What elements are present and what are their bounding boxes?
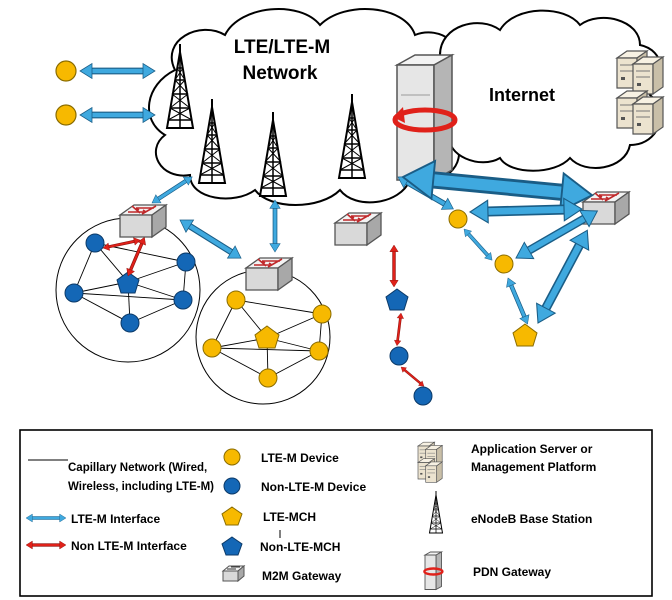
ltem-interface-arrow (80, 64, 155, 79)
ltem-interface-arrow (458, 224, 498, 265)
non-ltem-interface-arrow (392, 311, 406, 348)
lte-network-cloud (148, 8, 475, 206)
legend-non-ltem-interface: Non LTE-M Interface (71, 539, 187, 553)
ltem-device (494, 254, 514, 274)
ltem-device (258, 368, 278, 388)
ltem-interface-arrow (149, 173, 194, 207)
legend-non-ltem-mch-icon (221, 536, 243, 556)
ltem-interface-arrow (270, 200, 280, 252)
m2m-gateway-icon (334, 212, 382, 246)
ltem-mch (512, 323, 538, 347)
legend-ltem-device-icon (223, 448, 241, 466)
legend-capillary-line2: Wireless, including LTE-M) (68, 481, 214, 493)
legend-ltem-mch: LTE-MCH (263, 510, 316, 524)
ltem-device (448, 209, 468, 229)
app-server-icon (616, 50, 664, 135)
network-cloud-title-line1: LTE/LTE-M (234, 37, 330, 58)
pdn-gateway-icon (392, 53, 458, 182)
legend: Capillary Network (Wired, Wireless, incl… (19, 429, 653, 597)
ltem-device (202, 338, 222, 358)
non-ltem-mch (385, 288, 409, 311)
non-ltem-interface-arrow (100, 234, 143, 254)
ltem-device (55, 60, 77, 82)
legend-non-ltem-device: Non-LTE-M Device (261, 480, 366, 494)
non-ltem-device (176, 252, 196, 272)
legend-app-server-line1: Application Server or (471, 442, 593, 456)
non-ltem-interface-arrow (397, 363, 428, 390)
ltem-interface-arrow (503, 276, 532, 326)
ltem-interface-arrow (80, 108, 155, 123)
ltem-device (312, 304, 332, 324)
network-cloud-title-line2: Network (243, 63, 318, 84)
m2m-gateway-icon (245, 257, 293, 291)
legend-m2m-gateway-icon (222, 565, 245, 582)
legend-non-ltem-mch: Non-LTE-MCH (260, 540, 340, 554)
legend-app-server-icon (417, 441, 443, 483)
legend-m2m-gateway: M2M Gateway (262, 569, 342, 583)
non-ltem-interface-arrow (388, 243, 400, 289)
non-ltem-device (413, 386, 433, 406)
non-ltem-device (173, 290, 193, 310)
non-ltem-device (85, 233, 105, 253)
non-ltem-device (389, 346, 409, 366)
legend-ltem-device: LTE-M Device (261, 451, 339, 465)
legend-pdn-gateway-icon (423, 551, 444, 591)
ltem-device (55, 104, 77, 126)
ltem-interface-arrow (470, 198, 583, 223)
legend-enodeb: eNodeB Base Station (471, 512, 592, 526)
non-ltem-device (64, 283, 84, 303)
legend-pdn-gateway: PDN Gateway (473, 565, 551, 579)
legend-non-ltem-device-icon (223, 477, 241, 495)
ltem-mch (254, 325, 280, 349)
legend-ltem-interface: LTE-M Interface (71, 512, 160, 526)
legend-app-server-line2: Management Platform (471, 460, 596, 474)
ltem-device (226, 290, 246, 310)
non-ltem-device (120, 313, 140, 333)
non-ltem-mch (116, 271, 140, 294)
m2m-gateway-icon (119, 204, 167, 238)
legend-ltem-mch-icon (221, 506, 243, 526)
internet-cloud-title: Internet (489, 85, 555, 105)
ltem-device (309, 341, 329, 361)
legend-capillary-line1: Capillary Network (Wired, (68, 462, 207, 474)
